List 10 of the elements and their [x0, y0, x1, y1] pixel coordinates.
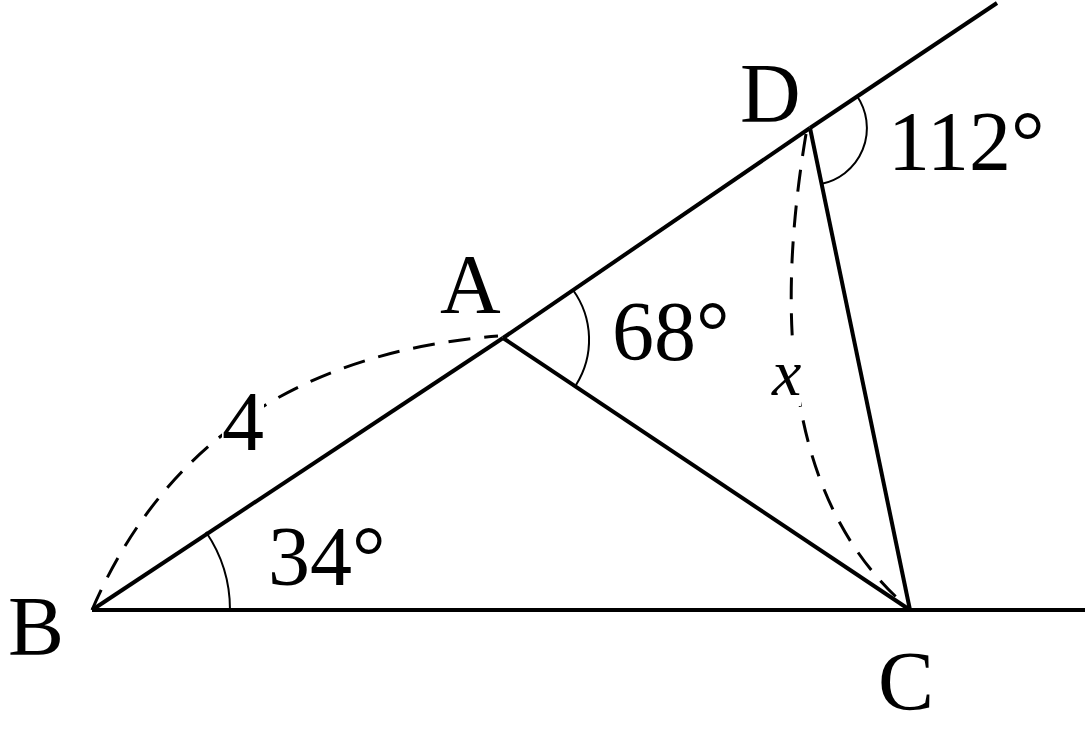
- vertex-label: A: [440, 243, 501, 327]
- vertex-label: B: [8, 585, 65, 669]
- line-segment: [501, 126, 812, 340]
- vertex-label: C: [878, 640, 935, 724]
- line-segment: [808, 127, 912, 611]
- angle-label: 112°: [888, 100, 1045, 184]
- angle-label: 34°: [268, 515, 386, 599]
- line-segment: [92, 608, 910, 612]
- angle-label: 68°: [612, 290, 730, 374]
- vertex-label: D: [740, 52, 801, 136]
